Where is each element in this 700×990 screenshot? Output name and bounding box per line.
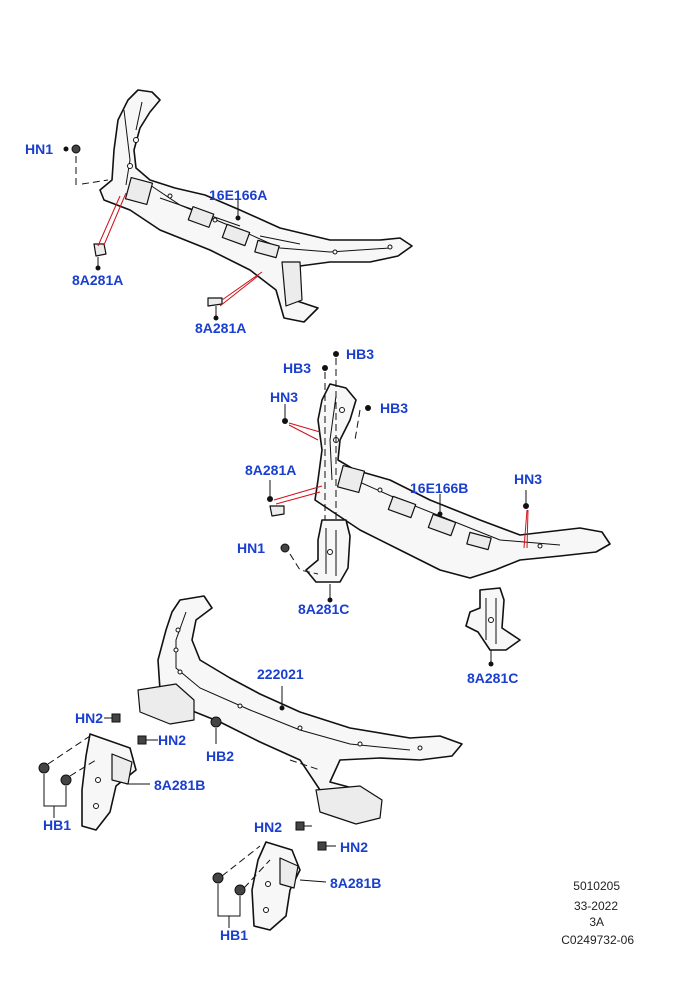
callout-8a281a-second: 8A281A bbox=[195, 320, 246, 336]
callout-8a281c-second: 8A281C bbox=[467, 670, 518, 686]
bracket-8a281b-upper bbox=[81, 733, 137, 831]
callout-hn2-second: HN2 bbox=[158, 732, 186, 748]
callout-hb1-second: HB1 bbox=[220, 927, 248, 943]
reference-line-3: 3A bbox=[589, 915, 604, 929]
reference-line-4: C0249732-06 bbox=[561, 933, 634, 947]
fasteners-top bbox=[63, 144, 263, 321]
callout-hn2-third: HN2 bbox=[254, 819, 282, 835]
callout-8a281c-first: 8A281C bbox=[298, 601, 349, 617]
callout-16e166b: 16E166B bbox=[410, 480, 468, 496]
reinforcement-16e166b bbox=[314, 383, 611, 579]
fasteners-lower bbox=[38, 686, 336, 928]
callout-hn1-middle: HN1 bbox=[237, 540, 265, 556]
callout-hb3-top: HB3 bbox=[346, 346, 374, 362]
callout-hn2-fourth: HN2 bbox=[340, 839, 368, 855]
fasteners-middle bbox=[267, 351, 529, 667]
reference-line-2: 33-2022 bbox=[574, 899, 618, 913]
callout-hb3-left: HB3 bbox=[283, 360, 311, 376]
callout-222021: 222021 bbox=[257, 666, 304, 682]
bracket-8a281c-right bbox=[465, 587, 521, 651]
callout-hn3-right: HN3 bbox=[514, 471, 542, 487]
bracket-8a281c-mid bbox=[305, 519, 351, 583]
reference-line-1: 5010205 bbox=[573, 879, 620, 893]
callout-hb1-first: HB1 bbox=[43, 817, 71, 833]
callout-8a281b-second: 8A281B bbox=[330, 875, 381, 891]
callout-8a281b-first: 8A281B bbox=[154, 777, 205, 793]
callout-8a281a-first: 8A281A bbox=[72, 272, 123, 288]
bracket-8a281b-lower bbox=[251, 841, 301, 931]
callout-hn3-left: HN3 bbox=[270, 389, 298, 405]
callout-16e166a: 16E166A bbox=[209, 187, 267, 203]
callout-hb2: HB2 bbox=[206, 748, 234, 764]
callout-hb3-right: HB3 bbox=[380, 400, 408, 416]
callout-hn1-top: HN1 bbox=[25, 141, 53, 157]
callout-8a281a-third: 8A281A bbox=[245, 462, 296, 478]
carrier-222021 bbox=[137, 595, 463, 825]
reinforcement-16e166a bbox=[99, 89, 413, 323]
callout-hn2-first: HN2 bbox=[75, 710, 103, 726]
